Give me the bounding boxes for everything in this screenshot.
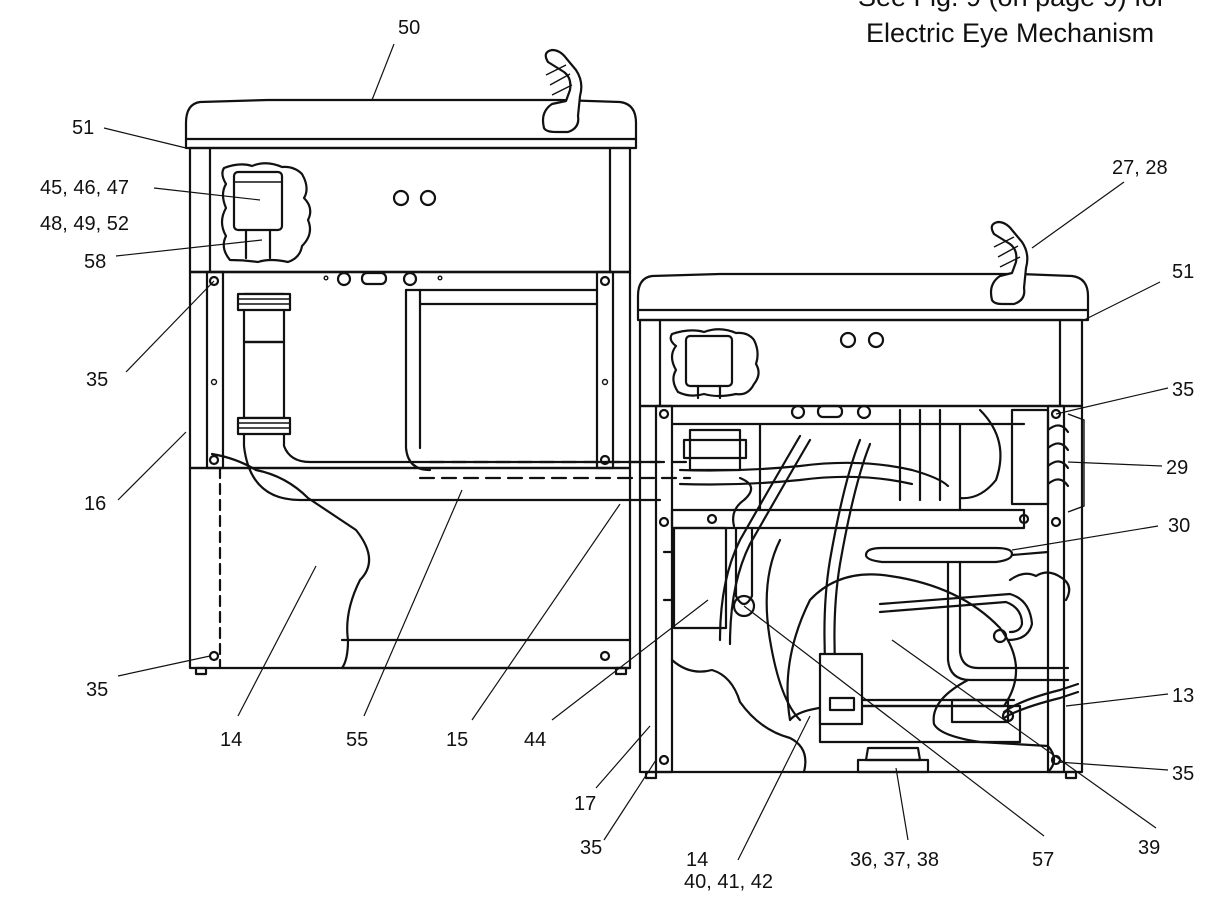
callout-14-left: 14 xyxy=(220,729,242,751)
callout-58: 58 xyxy=(84,251,106,273)
leader-lines xyxy=(103,43,1169,861)
callout-30: 30 xyxy=(1168,515,1190,537)
callout-48-49-52: 48, 49, 52 xyxy=(40,213,129,235)
callout-36-37-38: 36, 37, 38 xyxy=(850,849,939,871)
right-cooler-unit xyxy=(636,220,1090,780)
callout-45-46-47: 45, 46, 47 xyxy=(40,177,129,199)
callout-27-28: 27, 28 xyxy=(1112,157,1168,179)
callout-labels: 50 51 45, 46, 47 48, 49, 52 58 35 16 35 … xyxy=(40,17,1194,893)
title-line-1: See Fig. 9 (on page 9) for xyxy=(858,0,1166,12)
title-line-2: Electric Eye Mechanism xyxy=(866,18,1154,48)
callout-14-right: 14 xyxy=(686,849,708,871)
callout-15: 15 xyxy=(446,729,468,751)
callout-39: 39 xyxy=(1138,837,1160,859)
callout-51-right: 51 xyxy=(1172,261,1194,283)
callout-55: 55 xyxy=(346,729,368,751)
callout-40-41-42: 40, 41, 42 xyxy=(684,871,773,893)
callout-50: 50 xyxy=(398,17,420,39)
callout-44: 44 xyxy=(524,729,546,751)
callout-35-bottom: 35 xyxy=(580,837,602,859)
callout-57: 57 xyxy=(1032,849,1054,871)
callout-16: 16 xyxy=(84,493,106,515)
callout-17: 17 xyxy=(574,793,596,815)
left-cooler-unit xyxy=(184,48,692,676)
callout-35-upper-left: 35 xyxy=(86,369,108,391)
callout-29: 29 xyxy=(1166,457,1188,479)
callout-35-lower-right: 35 xyxy=(1172,763,1194,785)
callout-35-upper-right: 35 xyxy=(1172,379,1194,401)
callout-13: 13 xyxy=(1172,685,1194,707)
callout-35-lower-left: 35 xyxy=(86,679,108,701)
left-housing-hole xyxy=(419,189,437,207)
left-housing-hole xyxy=(392,189,410,207)
callout-51-left: 51 xyxy=(72,117,94,139)
